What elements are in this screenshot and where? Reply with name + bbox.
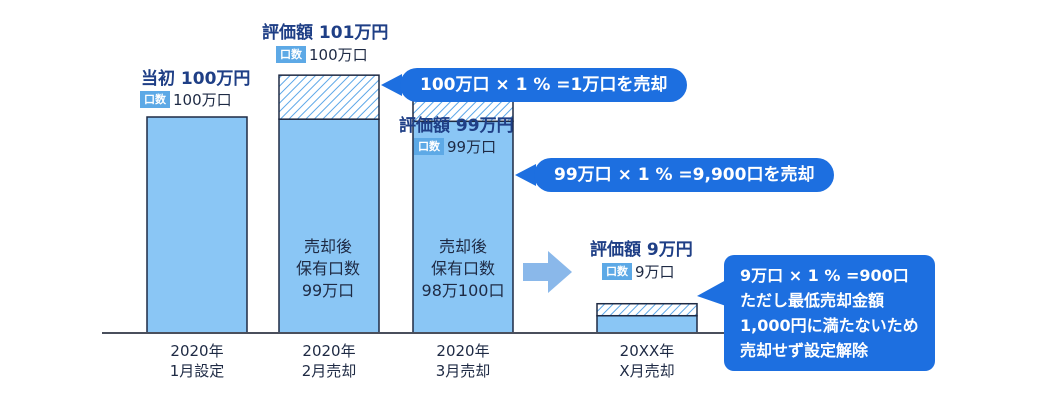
bar-sold-4	[596, 302, 698, 317]
bar3-units: 口数 99万口	[414, 136, 496, 157]
units-badge: 口数	[414, 138, 444, 155]
callout-sell-2: 99万口 × 1 % =9,900口を売却	[534, 158, 835, 192]
units-badge: 口数	[276, 46, 306, 63]
callout2-tail	[515, 164, 536, 186]
bar-sold-2	[278, 74, 380, 120]
bar-held-4	[596, 314, 698, 334]
bar3-title: 評価額 99万円	[399, 116, 514, 136]
bar-held-1	[146, 116, 248, 334]
bar4-title: 評価額 9万円	[590, 240, 693, 260]
bar1-title: 当初 100万円	[141, 69, 251, 89]
callout3-tail	[697, 280, 726, 306]
callout-sell-1: 100万口 × 1 % =1万口を売却	[400, 68, 688, 102]
bar4-units: 口数 9万口	[602, 261, 675, 282]
units-badge: 口数	[602, 263, 632, 280]
units-badge: 口数	[140, 91, 170, 108]
bar2-units: 口数 100万口	[276, 44, 368, 65]
bar1-units: 口数 100万口	[140, 89, 232, 110]
callout1-tail	[381, 74, 402, 96]
bar-held-2	[278, 118, 380, 334]
callout-minimum-note: 9万口 × 1 % =900口 ただし最低売却金額 1,000円に満たないため …	[724, 255, 935, 371]
bar2-title: 評価額 101万円	[262, 23, 389, 43]
progress-arrow-icon	[523, 251, 572, 293]
bar-held-3	[412, 120, 514, 334]
